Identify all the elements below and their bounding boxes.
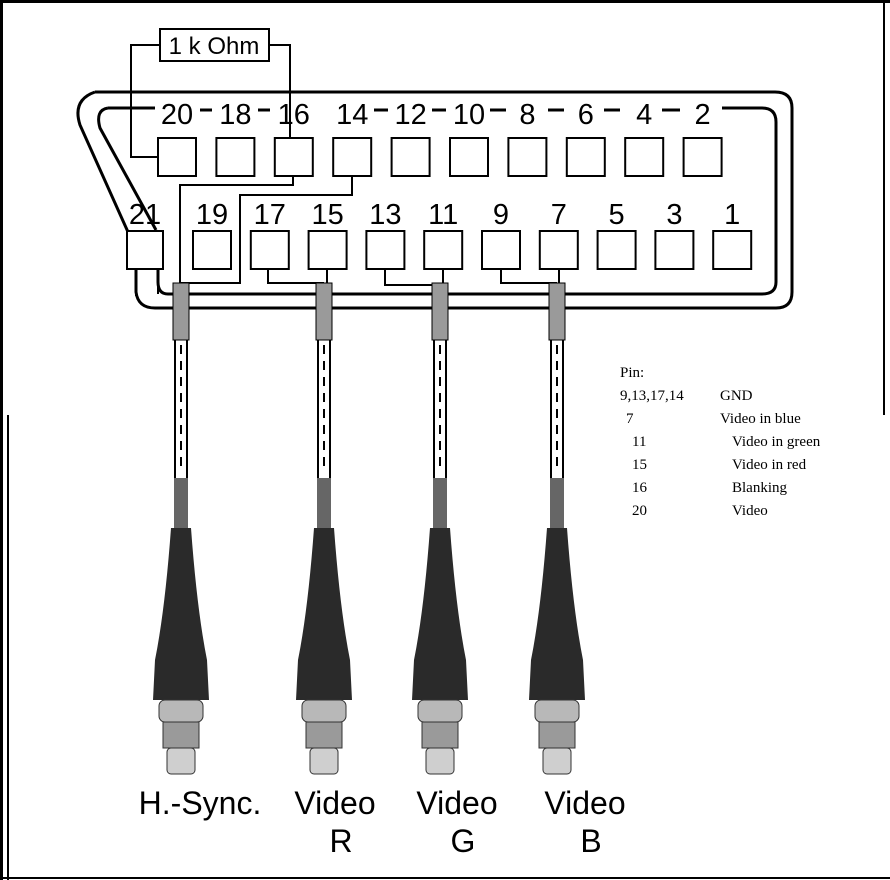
connector-channel-label: R (329, 823, 352, 859)
top-row-pins: 20 18 16 14 12 10 8 6 4 2 (157, 99, 723, 177)
pin-signal: GND (720, 388, 753, 404)
pin-table-row: 9,13,17,14 GND (620, 385, 820, 408)
pin-label: 19 (196, 199, 228, 231)
pin-table-row: 7 Video in blue (620, 408, 820, 431)
pin-label: 11 (428, 199, 458, 231)
pin-17: 17 (249, 199, 290, 270)
pin-label: 4 (636, 99, 652, 131)
pin-6: 6 (565, 99, 606, 177)
pin-12: 12 (390, 99, 431, 177)
pin-16: 16 (273, 99, 314, 177)
pin-number: 20 (632, 503, 647, 519)
pin-15: 15 (307, 199, 348, 270)
pin-4: 4 (624, 99, 665, 177)
pin-7: 7 (538, 199, 579, 270)
pin-8: 8 (507, 99, 548, 177)
bnc-connector-1: H.-Sync. (139, 282, 262, 821)
resistor-label: 1 k Ohm (169, 33, 260, 60)
pin-table-row: 11 Video in green (620, 431, 820, 454)
pin-label: 17 (254, 199, 286, 231)
pin-label: 7 (551, 199, 567, 231)
connector-channel-label: G (451, 823, 476, 859)
pin-label: 9 (493, 199, 509, 231)
pin-signal: Blanking (732, 480, 787, 496)
pin-21: 21 (126, 199, 164, 270)
pin-label: 8 (519, 99, 535, 131)
pin-label: 13 (369, 199, 401, 231)
pin-label: 18 (219, 99, 251, 131)
pin-label: 16 (278, 99, 310, 131)
pin-signal: Video (732, 503, 768, 519)
pin-label: 10 (453, 99, 485, 131)
pin-1: 1 (712, 199, 753, 270)
pin-2: 2 (682, 99, 723, 177)
pin-signal: Video in green (732, 434, 821, 450)
pin-table-row: 16 Blanking (620, 477, 820, 500)
pin-number: 15 (632, 457, 647, 473)
connector-channel-label: B (580, 823, 601, 859)
pin-5: 5 (596, 199, 637, 270)
pin-signal: Video in red (732, 457, 807, 473)
pin-label: 5 (609, 199, 625, 231)
pin-9: 9 (481, 199, 521, 270)
pin-number: 11 (632, 434, 647, 450)
pin-label: 2 (695, 99, 711, 131)
pin-table-row: 15 Video in red (620, 454, 820, 477)
pin-10: 10 (449, 99, 489, 177)
pin-table-row: 20 Video (620, 500, 820, 523)
pin-label: 1 (724, 199, 740, 231)
pin-18: 18 (215, 99, 256, 177)
pin-19: 19 (192, 199, 232, 270)
connector-label: H.-Sync. (139, 785, 262, 821)
pin-number: 9,13,17,14 (620, 388, 684, 404)
pin-14: 14 (332, 99, 373, 177)
internal-wiring (135, 176, 560, 296)
connector-outline-outer (76, 90, 794, 310)
connector-label: Video (416, 785, 497, 821)
pin-13: 13 (365, 199, 406, 270)
resistor-1k-ohm: 1 k Ohm (130, 28, 291, 158)
pin-number: 16 (632, 480, 647, 496)
pin-label: 20 (161, 99, 193, 131)
pin-number: 7 (626, 411, 634, 427)
pin-label: 3 (666, 199, 682, 231)
pin-11: 11 (423, 199, 464, 270)
connector-label: Video (294, 785, 375, 821)
pin-label: 14 (336, 99, 368, 131)
pin-label: 6 (578, 99, 594, 131)
pin-label: 21 (129, 199, 161, 231)
bottom-row-pins: 21 19 17 15 13 11 9 7 5 3 1 (126, 199, 753, 270)
connector-label: Video (544, 785, 625, 821)
pin-3: 3 (654, 199, 695, 270)
pin-signal: Video in blue (720, 411, 801, 427)
pin-table-header: Pin: (620, 365, 645, 381)
pin-label: 12 (394, 99, 426, 131)
pin-label: 15 (311, 199, 343, 231)
pin-20: 20 (157, 99, 197, 177)
